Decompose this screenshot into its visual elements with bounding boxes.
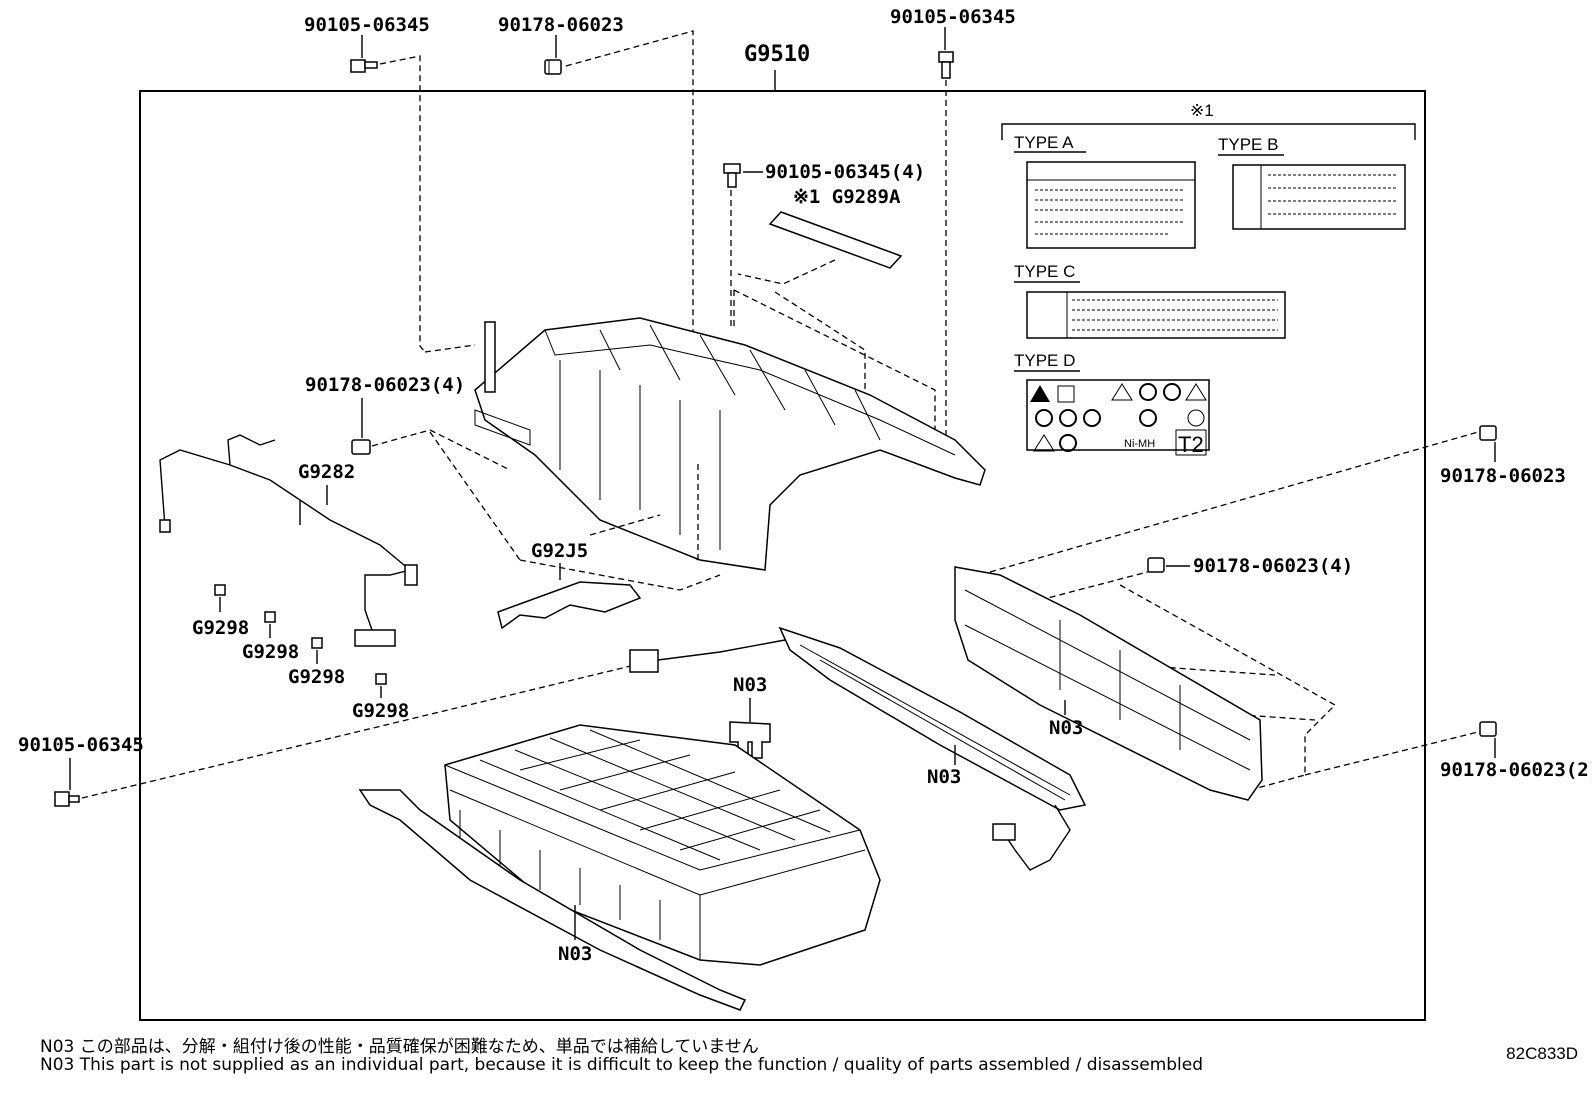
callout-n03-connector: N03 <box>733 674 767 696</box>
note-japanese: N03 この部品は、分解・組付け後の性能・品質確保が困難なため、単品では補給して… <box>40 1037 759 1057</box>
callout-duct: G92J5 <box>531 540 588 562</box>
prohibition-icon <box>1139 383 1157 401</box>
nut-icon <box>1479 721 1497 737</box>
bolt-icon <box>938 51 954 79</box>
warning-icon <box>1185 383 1207 401</box>
type-b-label <box>1232 164 1406 230</box>
nut-icon <box>1147 557 1165 573</box>
callout-n03-bus: N03 <box>927 766 961 788</box>
battery-module <box>358 724 881 1011</box>
type-c-label <box>1026 291 1286 339</box>
clip-icon <box>214 584 226 596</box>
warning-icon <box>1033 434 1055 452</box>
label-types-panel: ※1 TYPE A TYPE B TYPE C <box>1001 101 1416 457</box>
callout-bolt-left: 90105-06345 <box>18 734 144 756</box>
callout-nut-right: 90178-06023 <box>1440 465 1566 487</box>
prohibition-icon <box>1059 409 1077 427</box>
note-english: N03 This part is not supplied as an indi… <box>40 1055 1204 1075</box>
type-a-label <box>1026 161 1196 249</box>
callout-n03-bracket: N03 <box>1049 717 1083 739</box>
bolt-icon <box>723 163 741 188</box>
label-type-a: TYPE A <box>1014 133 1074 152</box>
prohibition-icon <box>1059 434 1077 452</box>
label-ref-mark: ※1 <box>1190 101 1214 120</box>
callout-nut-right-2: 90178-06023(2) <box>1440 759 1592 781</box>
callout-nut-bracket: 90178-06023(4) <box>1193 555 1353 577</box>
clip-icon <box>264 611 276 623</box>
wire-harness <box>159 434 418 647</box>
bolt-icon <box>350 59 378 73</box>
prohibition-icon <box>1139 409 1157 427</box>
callout-bolt-cover: 90105-06345(4) <box>765 161 925 183</box>
callout-clip-3: G9298 <box>288 666 345 688</box>
side-bracket <box>954 566 1263 801</box>
callout-nut-top: 90178-06023 <box>498 14 624 36</box>
label-type-c: TYPE C <box>1014 262 1075 281</box>
callout-bolt-top-right: 90105-06345 <box>890 6 1016 28</box>
type-d-label: Ni-MH T2 <box>1026 379 1210 457</box>
callout-clip-2: G9298 <box>242 641 299 663</box>
drawing-code: 82C833D <box>1506 1044 1578 1063</box>
caution-label-strip <box>768 211 903 269</box>
bolt-icon <box>54 791 80 807</box>
prohibition-icon <box>1163 383 1181 401</box>
nut-icon <box>1479 425 1497 441</box>
assembly-frame <box>139 90 1426 1021</box>
callout-nut-cover: 90178-06023(4) <box>305 374 465 396</box>
bus-bar-module <box>778 626 1087 871</box>
callout-bolt-top-left: 90105-06345 <box>304 14 430 36</box>
callout-clip-4: G9298 <box>352 700 409 722</box>
callout-n03-battery: N03 <box>558 943 592 965</box>
warning-icon <box>1111 383 1133 401</box>
callout-clip-1: G9298 <box>192 617 249 639</box>
callout-assembly: G9510 <box>744 42 810 67</box>
prohibition-icon <box>1083 409 1101 427</box>
air-duct <box>497 581 642 630</box>
clip-icon <box>311 637 323 649</box>
type-d-nimh: Ni-MH <box>1124 438 1155 450</box>
recycle-icon <box>1187 409 1205 427</box>
nut-icon <box>351 439 371 455</box>
clip-icon <box>375 673 387 685</box>
prohibition-icon <box>1035 409 1053 427</box>
type-d-code: T2 <box>1178 432 1204 457</box>
nut-icon <box>544 59 562 75</box>
upper-cover <box>474 317 986 571</box>
label-type-b: TYPE B <box>1218 135 1278 154</box>
warning-icon <box>1030 385 1050 402</box>
label-type-d: TYPE D <box>1014 351 1075 370</box>
callout-harness: G9282 <box>298 461 355 483</box>
callout-label-ref: ※1 G9289A <box>793 186 901 208</box>
